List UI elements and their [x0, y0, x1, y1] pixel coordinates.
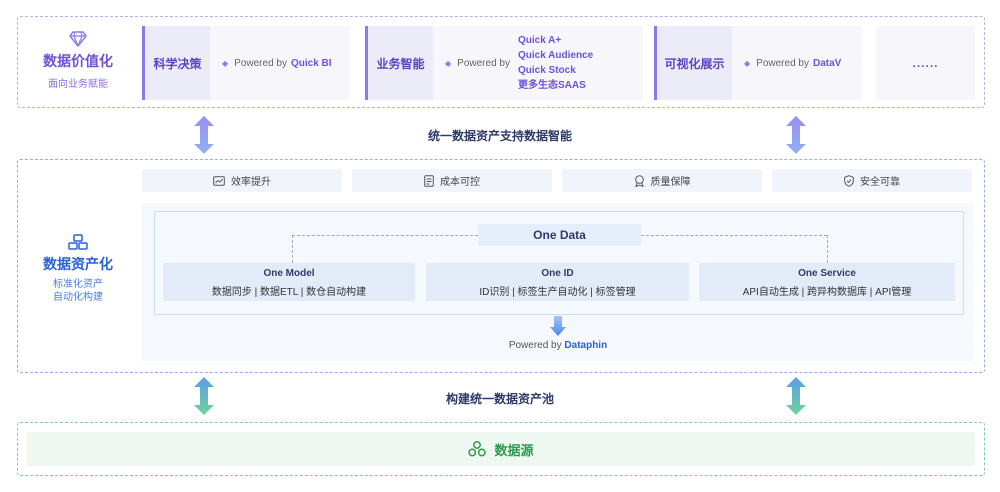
feature-efficiency: 效率提升 [142, 169, 342, 192]
connector-label-top: 统一数据资产支持数据智能 [427, 129, 572, 143]
bullet-icon: ◆ [222, 58, 229, 68]
source-layer-title: 数据源 [494, 442, 534, 458]
asset-layer-section: 数据资产化 标准化资产 自动化构建 效率提升 成本可控 质量保障 安全可靠 [17, 159, 985, 373]
product-name: Quick Stock [517, 65, 576, 76]
module-name: One Service [798, 268, 856, 279]
powered-by-label: Powered by [457, 57, 510, 69]
source-layer-box: 数据源 [27, 432, 975, 466]
card-decision: 科学决策 ◆ Powered by Quick BI [142, 26, 350, 100]
stacked-blocks-icon [68, 234, 88, 250]
asset-layer-subtitle: 标准化资产 自动化构建 [18, 278, 138, 304]
source-layer-section: 数据源 [17, 422, 985, 476]
document-icon [424, 174, 434, 187]
powered-by: ◆ Powered by [433, 58, 510, 69]
powered-by-label: Powered by [508, 340, 562, 351]
feature-label: 质量保障 [650, 177, 691, 188]
down-arrow-icon [550, 316, 566, 336]
bullet-icon: ◆ [744, 58, 751, 68]
value-layer-section: 数据价值化 面向业务赋能 科学决策 ◆ Powered by Quick BI … [17, 16, 985, 108]
powered-by: ◆ Powered by Quick BI [210, 58, 332, 69]
card-tag: 可视化展示 [654, 26, 732, 100]
value-layer-title: 数据价值化 [43, 53, 113, 69]
bidirectional-arrow-icon [786, 377, 806, 415]
module-name: One ID [541, 268, 574, 279]
module-items: ID识别 | 标签生产自动化 | 标签管理 [479, 287, 636, 298]
one-data-title: One Data [478, 224, 641, 246]
feature-label: 成本可控 [440, 177, 480, 188]
one-data-panel: One Data One Model 数据同步 | 数据ETL | 数仓自动构建… [142, 203, 974, 361]
feature-security: 安全可靠 [772, 169, 972, 192]
dashed-connector [292, 235, 293, 263]
product-name: Quick Audience [517, 50, 594, 61]
more-ellipsis: ...... [912, 56, 939, 70]
module-items: API自动生成 | 跨异构数据库 | API管理 [742, 287, 912, 298]
bidirectional-arrow-icon [786, 116, 806, 154]
connector-label-bottom: 构建统一数据资产池 [445, 392, 554, 406]
product-list: Quick A+ Quick Audience Quick Stock 更多生态… [518, 33, 593, 93]
card-business: 业务智能 ◆ Powered by Quick A+ Quick Audienc… [365, 26, 643, 100]
product-name: 更多生态SAAS [517, 80, 586, 91]
badge-icon [634, 174, 644, 187]
subtitle-line: 自动化构建 [53, 292, 103, 303]
product-name: Dataphin [564, 340, 608, 351]
chart-icon [213, 175, 225, 186]
feature-quality: 质量保障 [562, 169, 762, 192]
module-one-model: One Model 数据同步 | 数据ETL | 数仓自动构建 [163, 263, 415, 301]
module-one-service: One Service API自动生成 | 跨异构数据库 | API管理 [699, 263, 955, 301]
bidirectional-arrow-icon [194, 377, 214, 415]
product-name: Quick BI [290, 57, 332, 69]
subtitle-line: 标准化资产 [53, 279, 103, 290]
dashed-connector [641, 235, 827, 236]
nodes-icon [468, 441, 487, 457]
powered-by-label: Powered by [234, 57, 287, 69]
card-tag: 业务智能 [365, 26, 433, 100]
dashed-connector [827, 235, 828, 263]
bidirectional-arrow-icon [194, 116, 214, 154]
value-layer-header: 数据价值化 面向业务赋能 [18, 31, 138, 90]
card-tag: 科学决策 [142, 26, 210, 100]
asset-layer-header: 数据资产化 标准化资产 自动化构建 [18, 234, 138, 304]
bullet-icon: ◆ [445, 58, 452, 68]
feature-cost: 成本可控 [352, 169, 552, 192]
module-name: One Model [263, 268, 315, 279]
diamond-icon [69, 31, 87, 47]
dashed-connector [292, 235, 478, 236]
feature-label: 安全可靠 [860, 177, 900, 188]
asset-layer-title: 数据资产化 [43, 256, 113, 272]
powered-by-label: Powered by [756, 57, 809, 69]
feature-label: 效率提升 [231, 177, 271, 188]
card-more: ...... [876, 26, 975, 100]
value-layer-subtitle: 面向业务赋能 [48, 79, 108, 90]
shield-icon [844, 174, 854, 187]
module-one-id: One ID ID识别 | 标签生产自动化 | 标签管理 [426, 263, 689, 301]
powered-by-dataphin: Powered by Dataphin [142, 340, 974, 351]
card-visualization: 可视化展示 ◆ Powered by DataV [654, 26, 862, 100]
module-items: 数据同步 | 数据ETL | 数仓自动构建 [211, 287, 367, 298]
product-name: Quick A+ [517, 35, 562, 46]
one-data-frame: One Data One Model 数据同步 | 数据ETL | 数仓自动构建… [154, 211, 964, 315]
powered-by: ◆ Powered by DataV [732, 58, 841, 69]
product-name: DataV [812, 57, 842, 69]
